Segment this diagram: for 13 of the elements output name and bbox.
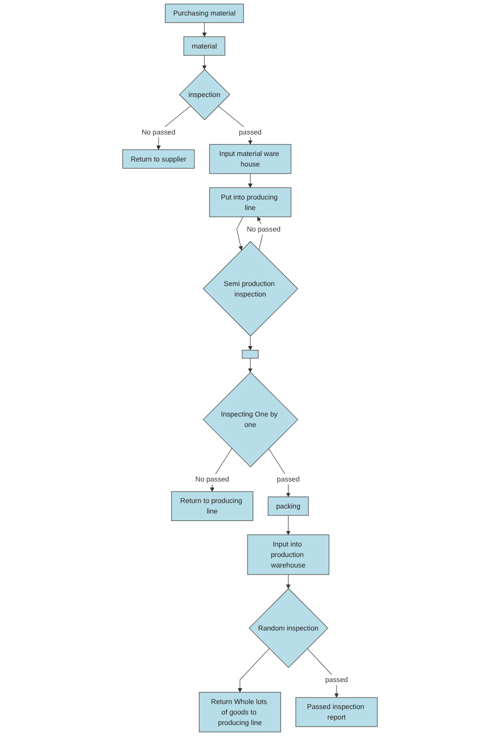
- arrow: [248, 173, 252, 188]
- arrow: [286, 515, 290, 536]
- arrow: [236, 216, 244, 250]
- arrow: [248, 358, 252, 373]
- arrow: [202, 22, 207, 37]
- node-box: [242, 350, 259, 358]
- arrow: [238, 648, 270, 692]
- arrow: [286, 574, 290, 589]
- arrow: [202, 55, 207, 70]
- arrow: [307, 648, 339, 698]
- arrow: [218, 106, 252, 145]
- arrow: [248, 336, 252, 350]
- arrow: [268, 448, 290, 498]
